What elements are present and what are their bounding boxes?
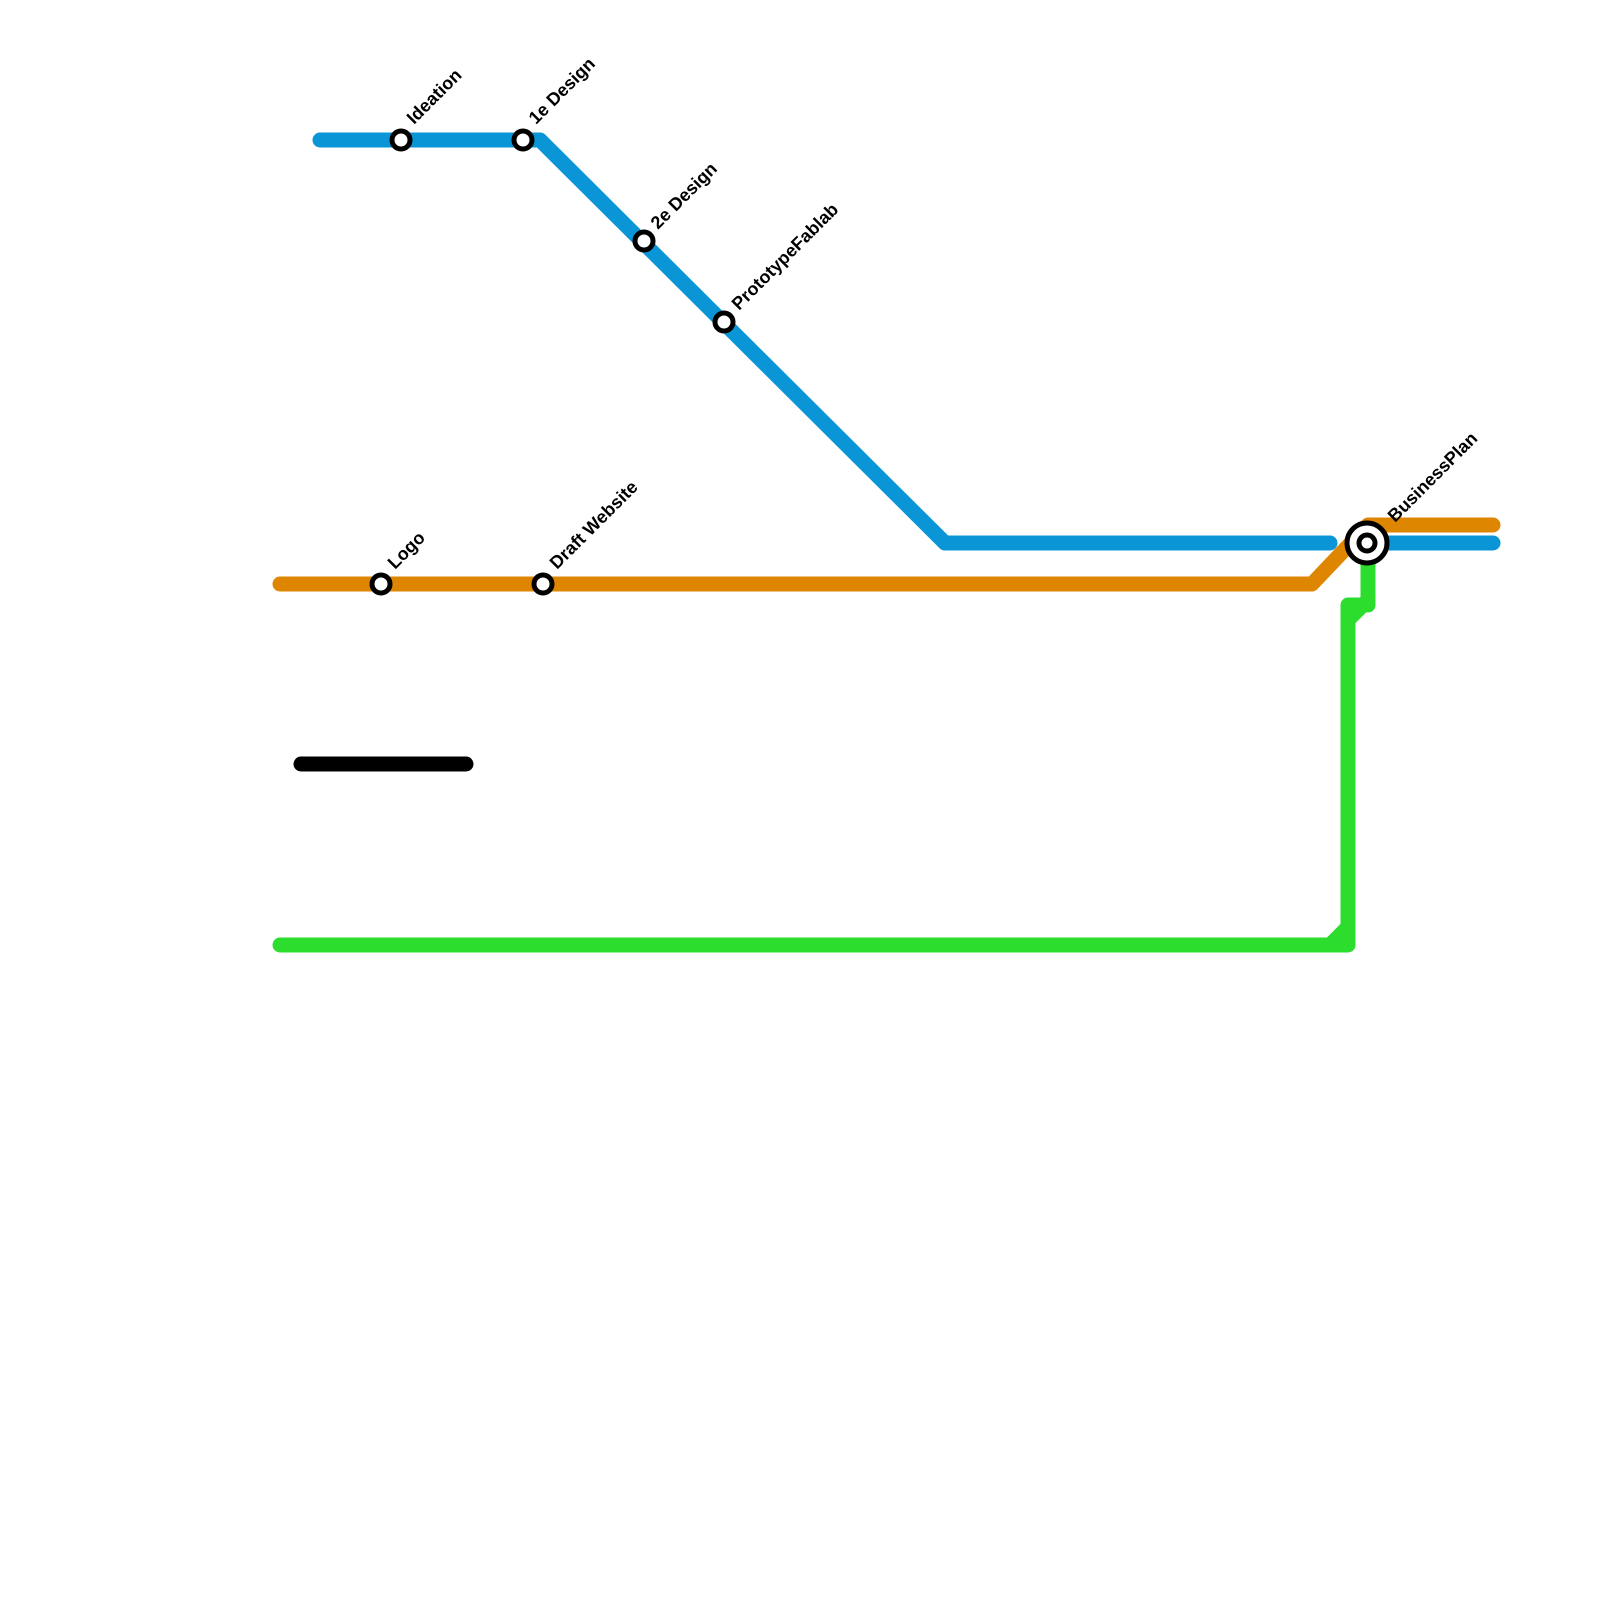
route-blue	[312, 132, 1338, 551]
route-green	[272, 552, 1376, 953]
route-orange	[272, 517, 1501, 592]
station-label: 2e Design	[647, 159, 721, 233]
interchange-inner-marker	[1356, 532, 1378, 554]
station-marker	[369, 572, 393, 596]
station-marker	[712, 310, 736, 334]
station-label: Ideation	[403, 65, 466, 128]
station-label: PrototypeFablab	[728, 199, 843, 314]
station-2e-design[interactable]: 2e Design	[632, 159, 721, 253]
station-marker	[389, 128, 413, 152]
station-label: Logo	[384, 528, 429, 573]
station-prototypefablab[interactable]: PrototypeFablab	[712, 199, 843, 334]
station-1e-design[interactable]: 1e Design	[511, 54, 599, 152]
station-draft-website[interactable]: Draft Website	[531, 477, 642, 596]
station-label: 1e Design	[525, 54, 599, 128]
station-label: Draft Website	[546, 477, 642, 573]
route-green-jog	[1322, 592, 1376, 953]
station-label: BusinessPlan	[1384, 428, 1482, 526]
station-marker	[531, 572, 555, 596]
station-marker	[632, 229, 656, 253]
station-marker	[511, 128, 535, 152]
